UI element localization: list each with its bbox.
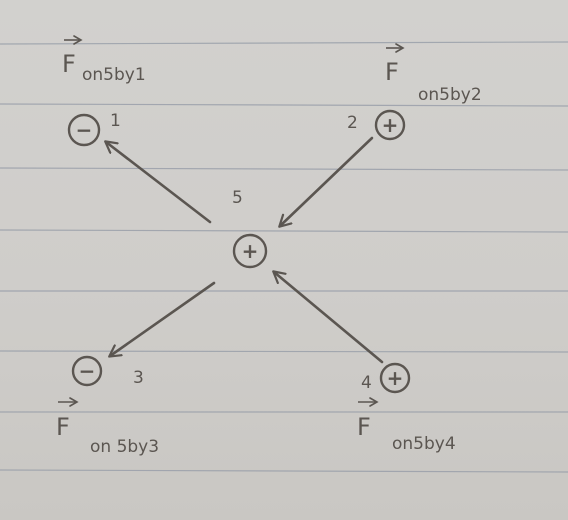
arrow-f-on5by2: [280, 136, 374, 226]
charge-2-number: 2: [347, 113, 358, 133]
force-label-3-subscript: on 5by3: [90, 437, 159, 457]
force-label-3: F on 5by3: [56, 397, 159, 457]
charge-1-sign: −: [76, 118, 93, 142]
charges: [67, 109, 411, 394]
force-label-1-symbol: F: [62, 50, 76, 78]
force-label-1: F on5by1: [62, 35, 146, 85]
force-label-2-subscript: on5by2: [418, 85, 482, 105]
force-label-3-symbol: F: [56, 413, 70, 441]
force-label-4-subscript: on5by4: [392, 434, 456, 454]
charge-2-sign: +: [382, 113, 399, 137]
charge-2-circle: [374, 109, 406, 141]
charge-1-circle: [67, 113, 101, 147]
force-label-2-symbol: F: [385, 58, 399, 86]
force-label-4: F on5by4: [357, 397, 456, 454]
charge-5-number: 5: [232, 188, 243, 208]
force-label-1-subscript: on5by1: [82, 65, 146, 85]
charge-4-sign: +: [387, 366, 404, 390]
charge-5-circle: [232, 233, 268, 269]
force-label-4-symbol: F: [357, 413, 371, 441]
charge-4-circle: [379, 362, 411, 394]
charge-3-number: 3: [133, 368, 144, 388]
charge-5-sign: +: [242, 239, 259, 263]
force-label-2: F on5by2: [385, 43, 482, 105]
charge-4-number: 4: [361, 373, 372, 393]
arrow-f-on5by1: [106, 142, 212, 224]
arrow-f-on5by4: [274, 272, 384, 364]
ruled-lines: [0, 41, 568, 473]
charge-1-number: 1: [110, 111, 121, 131]
arrow-f-on5by3: [110, 281, 216, 356]
force-arrows: [106, 136, 384, 364]
charge-3-sign: −: [79, 359, 96, 383]
charge-3-circle: [71, 355, 103, 387]
